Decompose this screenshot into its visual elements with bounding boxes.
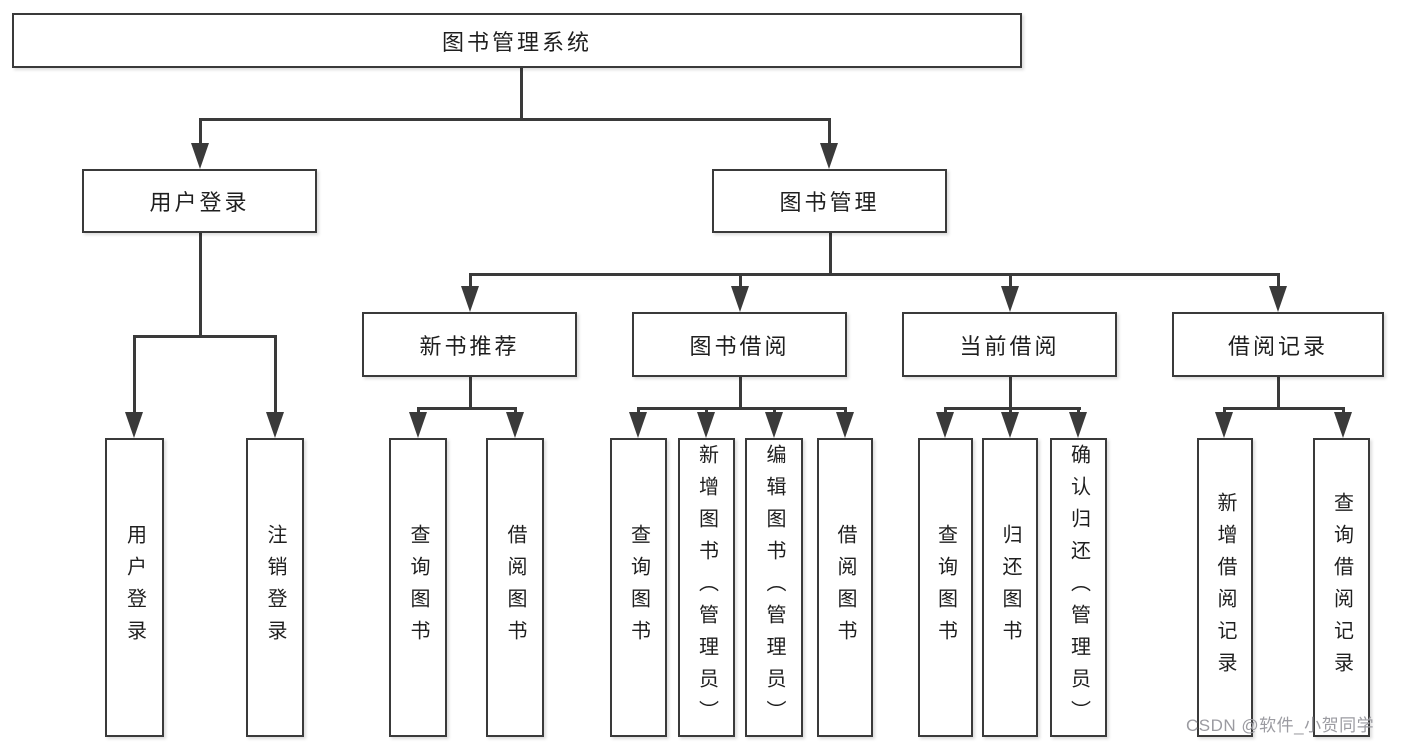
arrow-down-icon bbox=[697, 412, 715, 438]
edge-book-borrow-branch-line bbox=[636, 407, 847, 410]
edge-leaf-shaft bbox=[704, 407, 708, 415]
arrow-down-icon bbox=[836, 412, 854, 438]
edge-leaf-shaft bbox=[1076, 407, 1080, 415]
edge-leaf-shaft bbox=[416, 407, 420, 415]
arrow-down-icon bbox=[409, 412, 427, 438]
arrow-down-icon bbox=[125, 412, 143, 438]
edge-book-mgmt-branch-line bbox=[468, 273, 1280, 276]
edge-book-borrow-stem bbox=[738, 375, 742, 410]
edge-borrow-record-branch-line bbox=[1222, 407, 1345, 410]
node-book-borrow: 图书借阅 bbox=[632, 312, 847, 377]
edge-leaf-shaft bbox=[1008, 407, 1012, 415]
node-new-book-rec: 新书推荐 bbox=[362, 312, 577, 377]
arrow-down-icon bbox=[936, 412, 954, 438]
edge-leaf-shaft bbox=[513, 407, 517, 415]
edge-leaf-shaft bbox=[943, 407, 947, 415]
arrow-down-icon bbox=[731, 286, 749, 312]
edge-current-borrow-branch-line bbox=[943, 407, 1081, 410]
leaf-add-borrow-record: 新增借阅记录 bbox=[1197, 438, 1253, 737]
edge-root-stem bbox=[519, 66, 523, 121]
edge-leaf-shaft bbox=[1222, 407, 1226, 415]
edge-to-book-borrow-shaft bbox=[738, 273, 742, 288]
arrow-down-icon bbox=[1001, 286, 1019, 312]
arrow-down-icon bbox=[1215, 412, 1233, 438]
edge-current-borrow-stem bbox=[1008, 375, 1012, 410]
edge-leaf-shaft bbox=[1341, 407, 1345, 415]
arrow-down-icon bbox=[629, 412, 647, 438]
node-root-system: 图书管理系统 bbox=[12, 13, 1022, 68]
edge-to-current-borrow-shaft bbox=[1008, 273, 1012, 288]
leaf-logout: 注销登录 bbox=[246, 438, 304, 737]
arrow-down-icon bbox=[266, 412, 284, 438]
arrow-down-icon bbox=[1334, 412, 1352, 438]
leaf-query-borrow-record: 查询借阅记录 bbox=[1313, 438, 1370, 737]
edge-to-borrow-record-shaft bbox=[1276, 273, 1280, 288]
edge-user-login-branch-line bbox=[133, 335, 277, 338]
node-borrow-record: 借阅记录 bbox=[1172, 312, 1384, 377]
csdn-watermark: CSDN @软件_小贺同学 bbox=[1186, 716, 1375, 735]
edge-to-logout-shaft bbox=[273, 335, 277, 414]
leaf-edit-book-admin: 编辑图书（管理员） bbox=[745, 438, 803, 737]
edge-new-book-rec-branch-line bbox=[416, 407, 517, 410]
arrow-down-icon bbox=[1001, 412, 1019, 438]
leaf-rec-query-book: 查询图书 bbox=[389, 438, 447, 737]
leaf-borrow-query-book: 查询图书 bbox=[610, 438, 667, 737]
arrow-down-icon bbox=[461, 286, 479, 312]
edge-leaf-shaft bbox=[772, 407, 776, 415]
arrow-down-icon bbox=[765, 412, 783, 438]
leaf-confirm-return-admin: 确认归还（管理员） bbox=[1050, 438, 1107, 737]
arrow-down-icon bbox=[1269, 286, 1287, 312]
leaf-current-query-book: 查询图书 bbox=[918, 438, 973, 737]
edge-leaf-shaft bbox=[636, 407, 640, 415]
edge-to-login-shaft bbox=[133, 335, 136, 414]
edge-to-user-login-shaft bbox=[198, 118, 202, 146]
edge-new-book-rec-stem bbox=[468, 374, 472, 410]
leaf-add-book-admin: 新增图书（管理员） bbox=[678, 438, 735, 737]
edge-to-book-mgmt-shaft bbox=[827, 118, 831, 146]
leaf-return-book: 归还图书 bbox=[982, 438, 1038, 737]
edge-user-login-stem bbox=[198, 231, 202, 338]
edge-book-mgmt-stem bbox=[828, 231, 832, 276]
node-book-mgmt: 图书管理 bbox=[712, 169, 947, 233]
arrow-down-icon bbox=[506, 412, 524, 438]
node-current-borrow: 当前借阅 bbox=[902, 312, 1117, 377]
node-user-login: 用户登录 bbox=[82, 169, 317, 233]
edge-leaf-shaft bbox=[843, 407, 847, 415]
arrow-down-icon bbox=[820, 143, 838, 169]
arrow-down-icon bbox=[1069, 412, 1087, 438]
leaf-borrow-borrow-book: 借阅图书 bbox=[817, 438, 873, 737]
edge-borrow-record-stem bbox=[1276, 374, 1280, 410]
arrow-down-icon bbox=[191, 143, 209, 169]
leaf-rec-borrow-book: 借阅图书 bbox=[486, 438, 544, 737]
edge-root-branch-line bbox=[198, 118, 831, 121]
leaf-user-login: 用户登录 bbox=[105, 438, 164, 737]
edge-to-new-book-rec-shaft bbox=[468, 273, 472, 288]
